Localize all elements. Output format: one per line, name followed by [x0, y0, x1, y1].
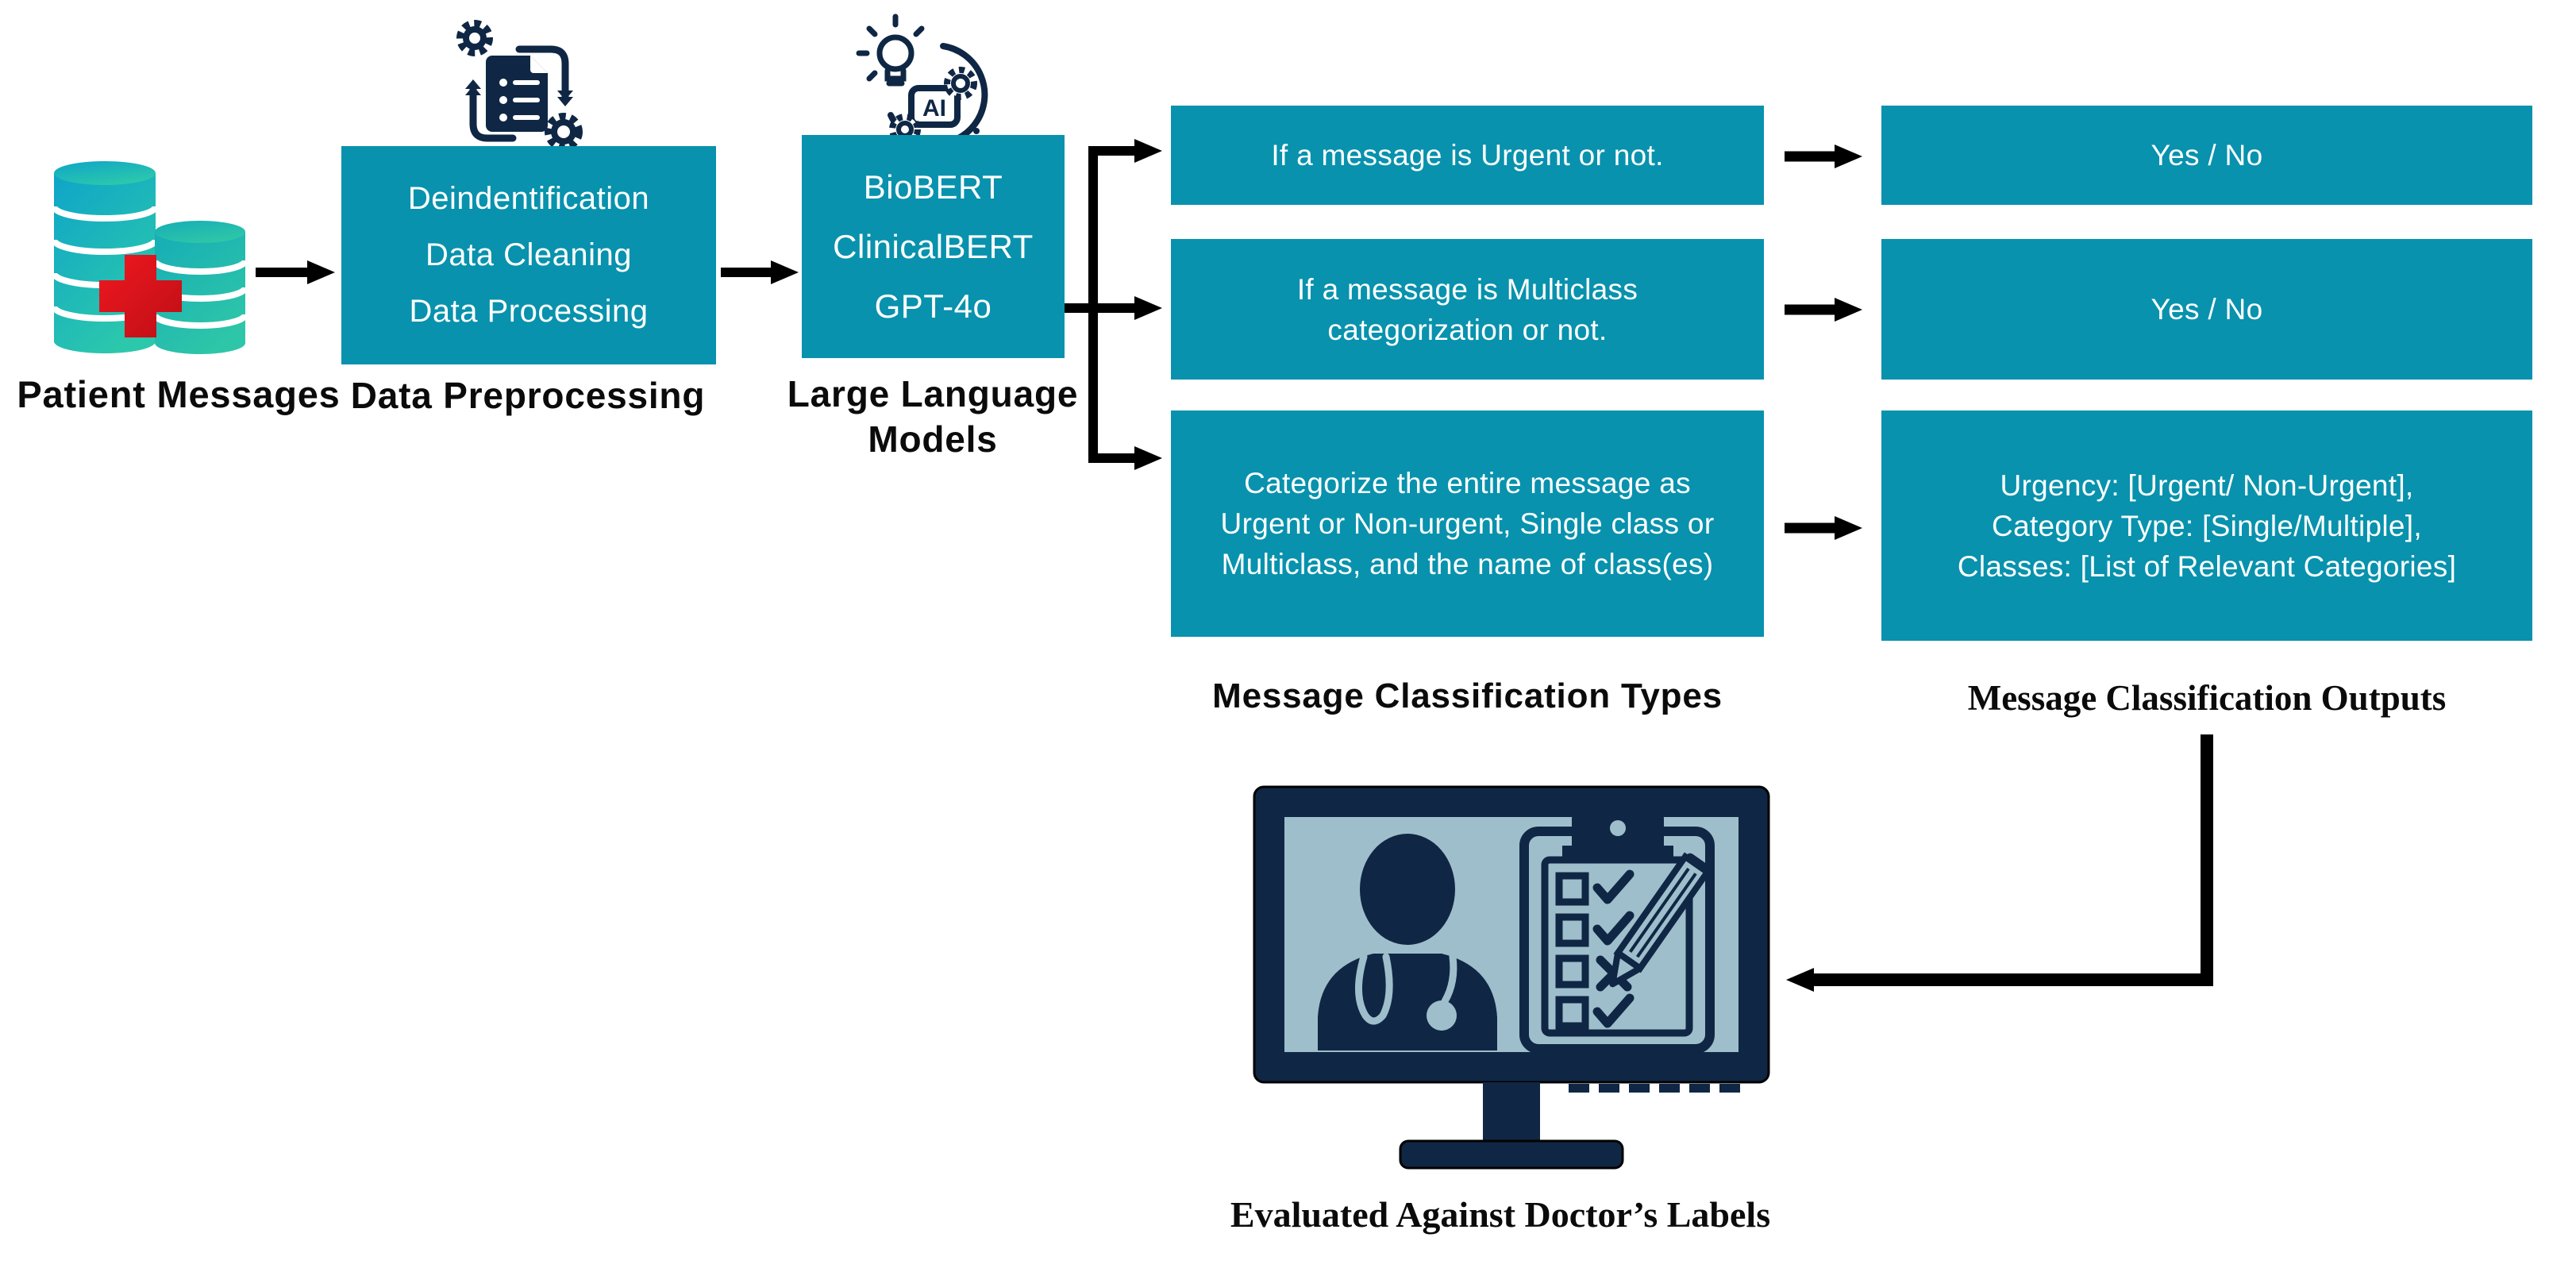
ai-chip: AI: [908, 85, 961, 128]
classification-type-text: Urgent or Non-urgent, Single class or: [1220, 507, 1715, 540]
classification-output-text: Urgency: [Urgent/ Non-Urgent],: [2000, 468, 2414, 502]
classification-output-text: Category Type: [Single/Multiple],: [1992, 509, 2422, 542]
document-sync-gears-icon: [456, 20, 583, 149]
classification-type-box-1: If a message is Urgent or not.: [1171, 106, 1764, 205]
preprocessing-step: Deindentification: [407, 181, 650, 216]
ai-chip-lightbulb-icon: AI: [856, 13, 988, 148]
sync-arrow-right: [515, 45, 569, 102]
doctor-icon: [1318, 834, 1497, 1050]
ai-chip-label: AI: [922, 95, 946, 121]
monitor-stand-base: [1399, 1139, 1624, 1170]
document-icon: [486, 56, 548, 132]
monitor-doctor-checklist-icon: [1253, 785, 1770, 1170]
llm-box: BioBERT ClinicalBERT GPT-4o: [802, 135, 1065, 358]
checkbox-icon: [1555, 996, 1589, 1030]
arrow-outputs-to-evaluation: [1786, 734, 2213, 992]
monitor-vents: [1569, 1084, 1740, 1093]
llm-label: Large Language Models: [762, 372, 1103, 462]
medical-cross-icon: [99, 255, 182, 337]
classification-output-box-3: Urgency: [Urgent/ Non-Urgent], Category …: [1881, 411, 2532, 641]
llm-label-line2: Models: [868, 418, 998, 460]
classification-type-text: If a message is Multiclass: [1296, 272, 1638, 306]
checklist-clipboard-icon: [1519, 811, 1715, 1054]
sync-arrow-left: [469, 82, 517, 142]
llm-label-line1: Large Language: [787, 373, 1079, 414]
checkbox-icon: [1555, 954, 1589, 989]
classification-outputs-label: Message Classification Outputs: [1967, 678, 2447, 718]
gear-outline-top-right-icon: [944, 67, 977, 100]
llm-model: BioBERT: [863, 168, 1003, 206]
gear-bottom-right-icon: [545, 113, 583, 149]
classification-output-text: Yes / No: [2151, 293, 2263, 326]
lightbulb-icon: [856, 13, 925, 87]
database-with-medical-cross-icon: [51, 161, 248, 354]
classification-type-text: Categorize the entire message as: [1244, 467, 1691, 499]
preprocessing-step: Data Cleaning: [425, 237, 632, 272]
data-preprocessing-label: Data Preprocessing: [350, 375, 706, 416]
pencil-icon: [1609, 852, 1712, 988]
preprocessing-step: Data Processing: [409, 294, 649, 329]
evaluation-label: Evaluated Against Doctor’s Labels: [1230, 1194, 1771, 1235]
llm-model: GPT-4o: [874, 287, 992, 325]
classification-type-text: categorization or not.: [1327, 313, 1608, 346]
monitor-stand-neck: [1483, 1082, 1540, 1144]
patient-messages-label: Patient Messages: [17, 373, 341, 415]
sync-arrowhead-up: [465, 79, 481, 95]
stethoscope-chestpiece: [1427, 1000, 1457, 1031]
check-mark-icon: [1592, 911, 1635, 946]
data-preprocessing-box: Deindentification Data Cleaning Data Pro…: [341, 146, 716, 364]
classification-output-box-2: Yes / No: [1881, 239, 2532, 380]
classification-output-text: Yes / No: [2151, 139, 2263, 172]
checkbox-icon: [1555, 913, 1589, 947]
check-mark-icon: [1592, 993, 1635, 1028]
classification-type-text: Multiclass, and the name of class(es): [1221, 548, 1714, 580]
sync-arrowhead-down: [557, 91, 573, 106]
classification-type-box-3: Categorize the entire message as Urgent …: [1171, 411, 1764, 637]
stethoscope-icon: [1354, 953, 1457, 1025]
check-mark-icon: [1592, 869, 1635, 904]
classification-type-box-2: If a message is Multiclass categorizatio…: [1171, 239, 1764, 380]
llm-model: ClinicalBERT: [833, 228, 1034, 265]
checkbox-icon: [1555, 872, 1589, 906]
classification-type-text: If a message is Urgent or not.: [1271, 139, 1664, 172]
classification-types-label: Message Classification Types: [1212, 676, 1723, 715]
classification-output-box-1: Yes / No: [1881, 106, 2532, 205]
gear-top-left-icon: [456, 20, 493, 56]
classification-output-text: Classes: [List of Relevant Categories]: [1957, 549, 2457, 583]
